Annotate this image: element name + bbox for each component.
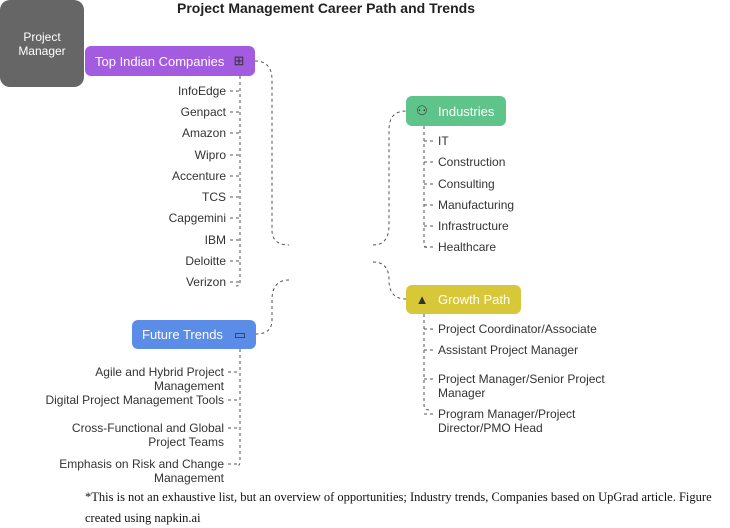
industries-node: ⚇ Industries <box>406 96 506 126</box>
footnote-line-1: *This is not an exhaustive list, but an … <box>85 490 712 504</box>
industry-item: Manufacturing <box>438 198 515 212</box>
company-item: IBM <box>204 233 226 247</box>
center-node: Project Manager <box>0 0 84 87</box>
company-item: Accenture <box>171 169 226 183</box>
industry-item: Construction <box>438 155 506 169</box>
company-item: Verizon <box>185 275 226 289</box>
trend-item: Agile and Hybrid Project Management <box>95 365 224 393</box>
company-item: InfoEdge <box>177 84 226 98</box>
growth-path-node: ▲ Growth Path <box>406 285 521 314</box>
footnote-line-2: created using napkin.ai <box>85 511 201 525</box>
industry-item: Consulting <box>438 177 495 191</box>
growth-step-item: Program Manager/Project Director/PMO Hea… <box>438 407 576 435</box>
trend-item: Digital Project Management Tools <box>45 393 224 407</box>
growth-step-item: Assistant Project Manager <box>438 343 579 357</box>
company-item: TCS <box>202 190 226 204</box>
people-icon: ⚇ <box>416 103 428 118</box>
future-trends-label: Future Trends <box>142 327 223 342</box>
top-companies-label: Top Indian Companies <box>95 53 225 69</box>
diagram-title: Project Management Career Path and Trend… <box>177 0 475 16</box>
company-item: Genpact <box>180 105 226 119</box>
growth-step-item: Project Manager/Senior Project Manager <box>438 372 605 400</box>
ladder-icon: ▲ <box>415 292 429 307</box>
org-chart-icon: ⊞ <box>233 53 245 68</box>
trend-item: Cross-Functional and Global Project Team… <box>71 421 224 449</box>
chart-screen-icon: ▭ <box>233 327 247 342</box>
industries-label: Industries <box>438 103 495 119</box>
growth-path-label: Growth Path <box>438 292 511 307</box>
future-trends-node: Future Trends ▭ <box>132 320 256 349</box>
company-item: Capgemini <box>168 211 226 225</box>
industry-item: IT <box>438 134 449 148</box>
company-item: Wipro <box>194 148 226 162</box>
company-item: Deloitte <box>185 254 226 268</box>
industry-item: Infrastructure <box>438 219 509 233</box>
industry-item: Healthcare <box>438 240 497 254</box>
growth-step-item: Project Coordinator/Associate <box>438 322 597 336</box>
company-item: Amazon <box>181 126 226 140</box>
top-companies-node: Top Indian Companies ⊞ <box>85 46 255 76</box>
trend-item: Emphasis on Risk and Change Management <box>59 457 224 485</box>
